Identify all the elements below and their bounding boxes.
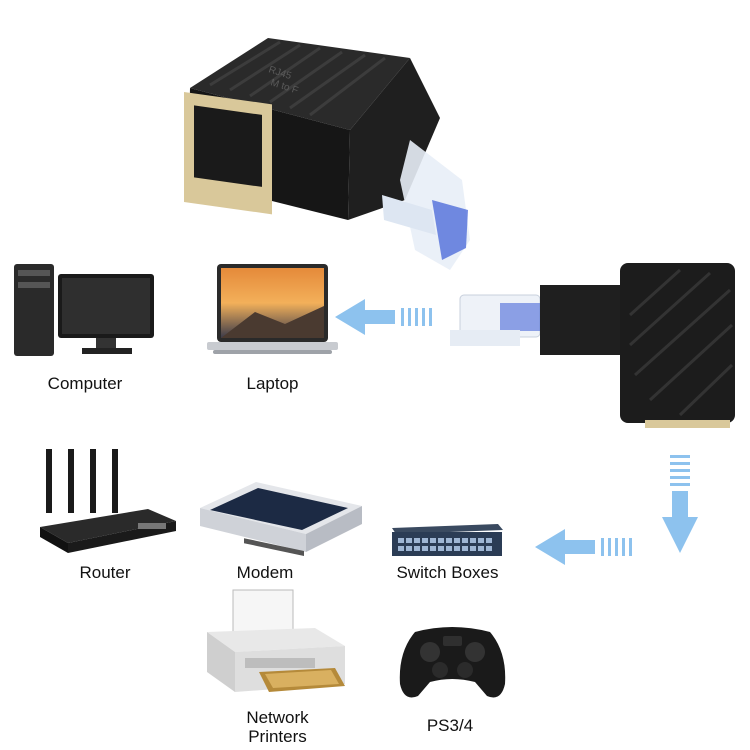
arrow-left-switch (535, 527, 640, 567)
modem-label: Modem (236, 563, 294, 582)
printer-label: Network Printers (205, 708, 350, 746)
computer-icon (12, 262, 157, 360)
router-icon (38, 447, 178, 559)
arrow-down (660, 455, 700, 555)
laptop-icon (205, 262, 340, 360)
gamepad-label: PS3/4 (426, 716, 474, 735)
computer-label: Computer (47, 374, 123, 393)
modem-icon (196, 478, 366, 556)
router-label: Router (79, 563, 131, 582)
printer-label-line1: Network (246, 708, 309, 727)
printer-label-line2: Printers (248, 727, 307, 746)
switch-icon (390, 522, 505, 562)
switch-label: Switch Boxes (396, 563, 499, 582)
laptop-label: Laptop (246, 374, 299, 393)
printer-icon (205, 588, 350, 698)
top-adapter-image: RJ45 M to F (170, 30, 470, 280)
side-adapter-image (440, 255, 740, 445)
gamepad-icon (395, 622, 510, 704)
arrow-left-laptop (335, 297, 440, 337)
